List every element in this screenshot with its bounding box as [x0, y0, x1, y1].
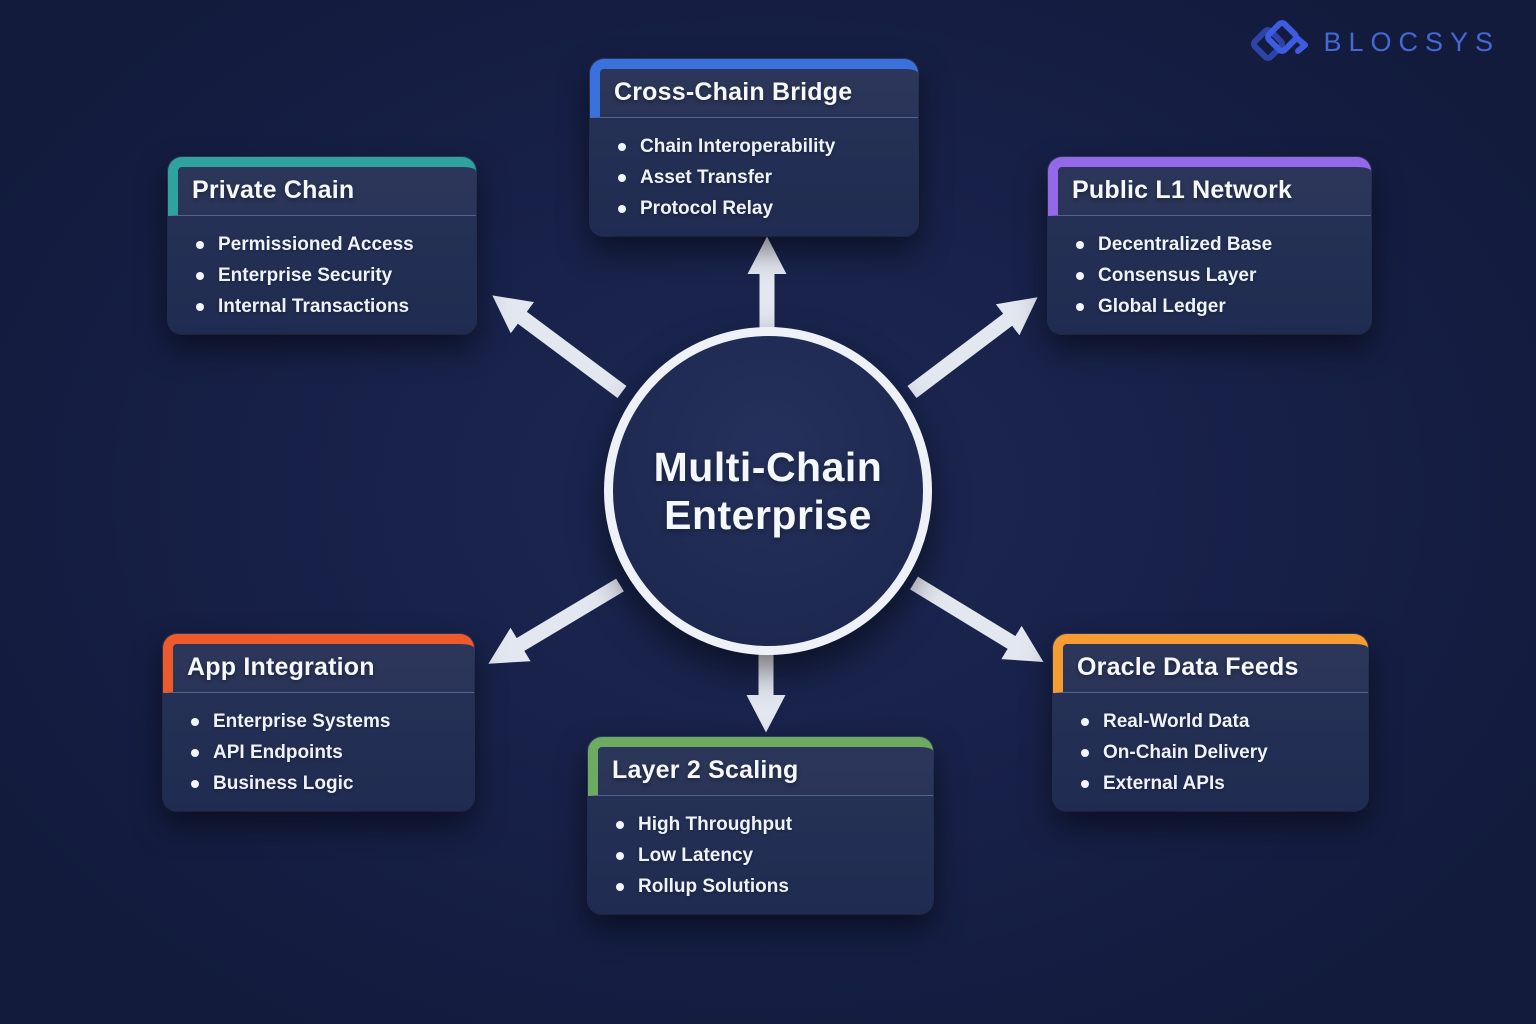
list-item: Business Logic — [191, 768, 458, 799]
bullet-dot-icon — [616, 820, 624, 829]
list-item: Enterprise Systems — [191, 706, 458, 737]
card-cross-chain-bridge: Cross-Chain Bridge Chain Interoperabilit… — [590, 59, 918, 236]
list-item: Low Latency — [616, 840, 917, 871]
card-title: Private Chain — [192, 176, 355, 204]
card-header: Cross-Chain Bridge — [590, 59, 918, 118]
card-oracle-data-feeds: Oracle Data Feeds Real-World Data On-Cha… — [1053, 634, 1368, 811]
bullet-dot-icon — [1081, 717, 1089, 726]
list-item: Enterprise Security — [196, 260, 460, 291]
card-title: Public L1 Network — [1072, 176, 1293, 204]
card-list: Enterprise Systems API Endpoints Busines… — [163, 693, 474, 811]
arrow-lower-left — [488, 578, 624, 664]
card-header: Public L1 Network — [1048, 157, 1371, 216]
card-layer-2-scaling: Layer 2 Scaling High Throughput Low Late… — [588, 737, 933, 914]
bullet-dot-icon — [618, 204, 626, 213]
bullet-dot-icon — [1081, 748, 1089, 757]
list-item: Rollup Solutions — [616, 871, 917, 902]
card-header: Layer 2 Scaling — [588, 737, 933, 796]
card-list: Real-World Data On-Chain Delivery Extern… — [1053, 693, 1368, 811]
list-item: High Throughput — [616, 809, 917, 840]
list-item: Asset Transfer — [618, 162, 902, 193]
bullet-dot-icon — [1076, 271, 1084, 280]
list-item: Internal Transactions — [196, 291, 460, 322]
arrow-lower-right — [910, 576, 1044, 662]
bullet-dot-icon — [196, 240, 204, 249]
list-item: Consensus Layer — [1076, 260, 1355, 291]
list-item: Real-World Data — [1081, 706, 1352, 737]
card-list: Decentralized Base Consensus Layer Globa… — [1048, 216, 1371, 334]
card-header: App Integration — [163, 634, 474, 693]
card-list: Chain Interoperability Asset Transfer Pr… — [590, 118, 918, 236]
center-hub: Multi-Chain Enterprise — [604, 327, 932, 655]
list-item: Chain Interoperability — [618, 131, 902, 162]
bullet-dot-icon — [191, 748, 199, 757]
bullet-dot-icon — [618, 173, 626, 182]
bullet-dot-icon — [196, 302, 204, 311]
hub-title-line1: Multi-Chain — [653, 443, 883, 490]
card-list: High Throughput Low Latency Rollup Solut… — [588, 796, 933, 914]
hub-title-line2: Enterprise — [664, 492, 872, 538]
list-item: Decentralized Base — [1076, 229, 1355, 260]
list-item: Protocol Relay — [618, 193, 902, 224]
arrow-upper-right — [907, 297, 1038, 398]
bullet-dot-icon — [191, 779, 199, 788]
bullet-dot-icon — [616, 882, 624, 891]
card-title: Layer 2 Scaling — [612, 756, 799, 784]
card-title: Oracle Data Feeds — [1077, 653, 1299, 681]
list-item: On-Chain Delivery — [1081, 737, 1352, 768]
card-private-chain: Private Chain Permissioned Access Enterp… — [168, 157, 476, 334]
list-item: External APIs — [1081, 768, 1352, 799]
list-item: Global Ledger — [1076, 291, 1355, 322]
bullet-dot-icon — [1081, 779, 1089, 788]
list-item: Permissioned Access — [196, 229, 460, 260]
bullet-dot-icon — [1076, 302, 1084, 311]
arrow-upper-left — [492, 295, 627, 399]
card-public-l1-network: Public L1 Network Decentralized Base Con… — [1048, 157, 1371, 334]
brand-name: BLOCSYS — [1323, 26, 1500, 57]
bullet-dot-icon — [196, 271, 204, 280]
list-item: API Endpoints — [191, 737, 458, 768]
card-app-integration: App Integration Enterprise Systems API E… — [163, 634, 474, 811]
bullet-dot-icon — [1076, 240, 1084, 249]
chain-links-icon — [1251, 20, 1309, 61]
bullet-dot-icon — [616, 851, 624, 860]
card-header: Oracle Data Feeds — [1053, 634, 1368, 693]
brand-logo: BLOCSYS — [1249, 18, 1500, 66]
card-header: Private Chain — [168, 157, 476, 216]
card-title: Cross-Chain Bridge — [614, 78, 853, 106]
card-list: Permissioned Access Enterprise Security … — [168, 216, 476, 334]
card-title: App Integration — [187, 653, 375, 681]
bullet-dot-icon — [618, 142, 626, 151]
bullet-dot-icon — [191, 717, 199, 726]
